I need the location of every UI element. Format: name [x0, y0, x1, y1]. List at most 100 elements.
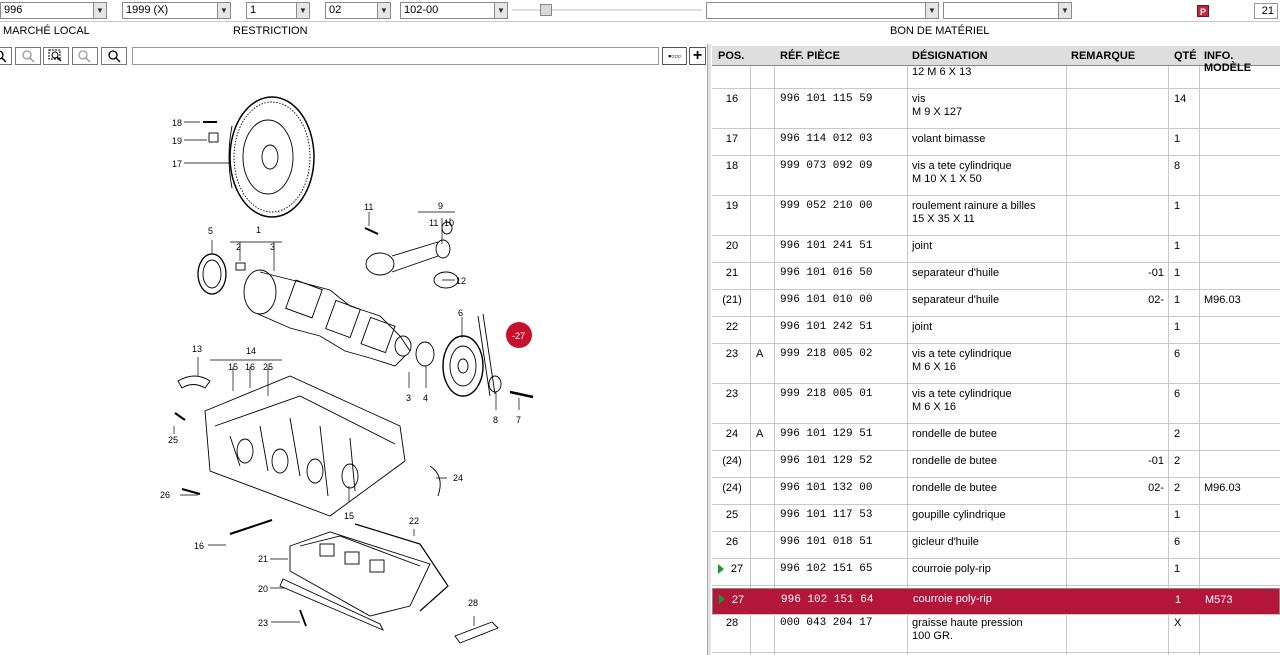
- row-designation: goupille cylindrique: [912, 509, 1006, 522]
- search-button[interactable]: [101, 47, 127, 65]
- filter-select-1[interactable]: ▼: [706, 2, 939, 19]
- zoom-out-button[interactable]: [0, 47, 12, 65]
- row-quantity: 6: [1174, 536, 1181, 548]
- row-flag: A: [756, 348, 764, 360]
- callout-14[interactable]: 14: [246, 346, 256, 356]
- col-ref[interactable]: RÉF. PIÈCE: [780, 50, 840, 62]
- callout-11b[interactable]: 11: [429, 218, 438, 228]
- callout-18[interactable]: 18: [172, 118, 182, 128]
- engine-block-part[interactable]: [204, 375, 406, 517]
- callout-11[interactable]: 11: [364, 202, 373, 212]
- callout-28[interactable]: 28: [468, 598, 478, 608]
- col-pos[interactable]: POS.: [718, 50, 745, 62]
- callout-20[interactable]: 20: [258, 584, 268, 594]
- callout-10[interactable]: 10: [444, 218, 454, 228]
- callout-16b[interactable]: 16: [194, 541, 204, 551]
- flywheel-part[interactable]: [228, 96, 315, 218]
- row-designation: gicleur d'huile: [912, 536, 979, 549]
- callout-23[interactable]: 23: [258, 618, 268, 628]
- callout-5[interactable]: 5: [208, 226, 213, 236]
- oil-separator-part[interactable]: [289, 531, 431, 617]
- slider[interactable]: [512, 4, 702, 16]
- row-designation: courroie poly-rip: [912, 563, 991, 576]
- callout-25b[interactable]: 25: [168, 435, 178, 445]
- chevron-down-icon[interactable]: ▼: [296, 3, 309, 18]
- chevron-down-icon[interactable]: ▼: [93, 3, 106, 18]
- group-select[interactable]: 1▼: [246, 2, 310, 19]
- row-quantity: X: [1174, 617, 1182, 629]
- callout-6[interactable]: 6: [458, 308, 463, 318]
- chevron-down-icon[interactable]: ▼: [925, 3, 938, 18]
- callout-15[interactable]: 15: [228, 362, 238, 372]
- pulley-part[interactable]: [442, 313, 496, 397]
- chevron-down-icon[interactable]: ▼: [494, 3, 507, 18]
- col-info[interactable]: INFO. MODÈLE: [1204, 50, 1252, 74]
- callout-9[interactable]: 9: [438, 201, 443, 211]
- callout-17[interactable]: 17: [172, 159, 182, 169]
- col-designation[interactable]: DÉSIGNATION: [912, 50, 988, 62]
- row-quantity: 14: [1174, 93, 1187, 105]
- callout-3b[interactable]: 3: [406, 393, 411, 403]
- callout-13[interactable]: 13: [192, 344, 202, 354]
- chevron-down-icon[interactable]: ▼: [377, 3, 390, 18]
- chevron-down-icon[interactable]: ▼: [1058, 3, 1071, 18]
- callout-1[interactable]: 1: [256, 225, 261, 235]
- p-button[interactable]: P: [1197, 5, 1209, 17]
- callout-19[interactable]: 19: [172, 136, 182, 146]
- callout-26[interactable]: 26: [160, 490, 170, 500]
- chevron-down-icon[interactable]: ▼: [217, 3, 230, 18]
- connecting-rod-part[interactable]: [365, 239, 451, 276]
- table-row[interactable]: 12 M 6 X 13: [712, 62, 1280, 89]
- callout-12[interactable]: 12: [456, 276, 466, 286]
- subgroup-select[interactable]: 02▼: [325, 2, 391, 19]
- callout-16[interactable]: 16: [245, 362, 255, 372]
- zoom-button-disabled[interactable]: [15, 47, 41, 65]
- callout-21[interactable]: 21: [258, 554, 268, 564]
- col-qty[interactable]: QTÉ: [1174, 50, 1197, 62]
- callout-27[interactable]: -27: [512, 331, 525, 341]
- illustration-select[interactable]: 102-00▼: [400, 2, 508, 19]
- callout-8[interactable]: 8: [493, 415, 498, 425]
- crankshaft-part[interactable]: [243, 269, 412, 367]
- callout-25[interactable]: 25: [263, 362, 273, 372]
- add-button[interactable]: +: [689, 47, 706, 65]
- slider-thumb[interactable]: [540, 4, 552, 16]
- callout-27-highlight[interactable]: -27: [506, 322, 532, 348]
- pane-splitter[interactable]: [707, 44, 711, 655]
- zoom-area-button[interactable]: [43, 47, 69, 65]
- search-input[interactable]: [132, 47, 659, 65]
- play-arrow-icon: [719, 594, 725, 604]
- model-select[interactable]: 996▼: [0, 2, 107, 19]
- callout-4[interactable]: 4: [423, 393, 428, 403]
- view-mode-button[interactable]: ▪▫▫▫: [662, 47, 687, 65]
- year-select[interactable]: 1999 (X)▼: [122, 2, 231, 19]
- col-remark[interactable]: REMARQUE: [1071, 50, 1136, 62]
- callout-24[interactable]: 24: [453, 473, 463, 483]
- callout-3[interactable]: 3: [270, 242, 275, 252]
- filter-select-2[interactable]: ▼: [943, 2, 1072, 19]
- row-designation-line1: separateur d'huile: [912, 267, 1000, 279]
- callout-2[interactable]: 2: [236, 242, 241, 252]
- callout-7[interactable]: 7: [516, 415, 521, 425]
- callout-15b[interactable]: 15: [344, 511, 354, 521]
- callout-22[interactable]: 22: [409, 516, 419, 526]
- zoom-fit-button[interactable]: [72, 47, 98, 65]
